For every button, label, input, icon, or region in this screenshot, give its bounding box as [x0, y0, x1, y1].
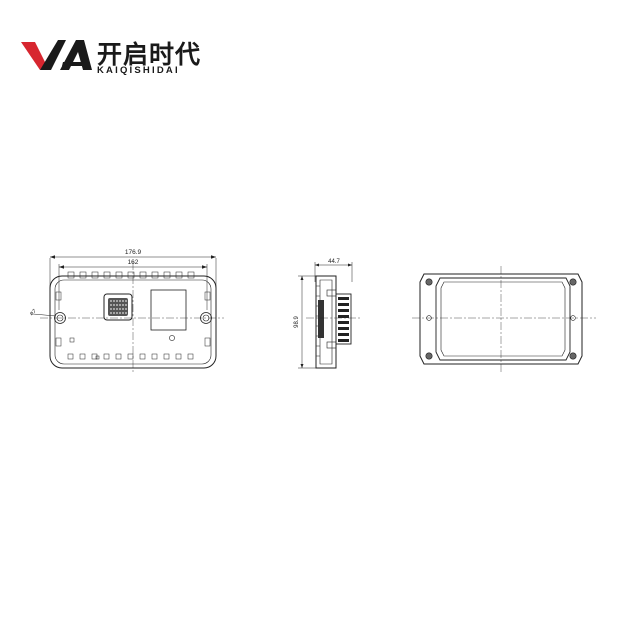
side-connector: [335, 293, 352, 345]
connector: [103, 293, 133, 321]
corner-screws: [425, 278, 577, 360]
brand-logo-icon: [21, 40, 92, 70]
dim-height: 98.9: [294, 316, 300, 328]
label-area: [150, 289, 187, 331]
brand-name-en: KAIQISHIDAI: [97, 65, 180, 76]
dim-depth: 44.7: [328, 259, 340, 265]
dim-hole-diameter: ø7: [29, 308, 38, 317]
side-view: 44.7 98.9: [294, 259, 360, 369]
rear-view: [412, 266, 596, 374]
front-view: 176.9 162: [29, 249, 224, 374]
dim-overall-width: 176.9: [125, 249, 142, 256]
brand-name-cn: 开启时代: [97, 40, 202, 69]
